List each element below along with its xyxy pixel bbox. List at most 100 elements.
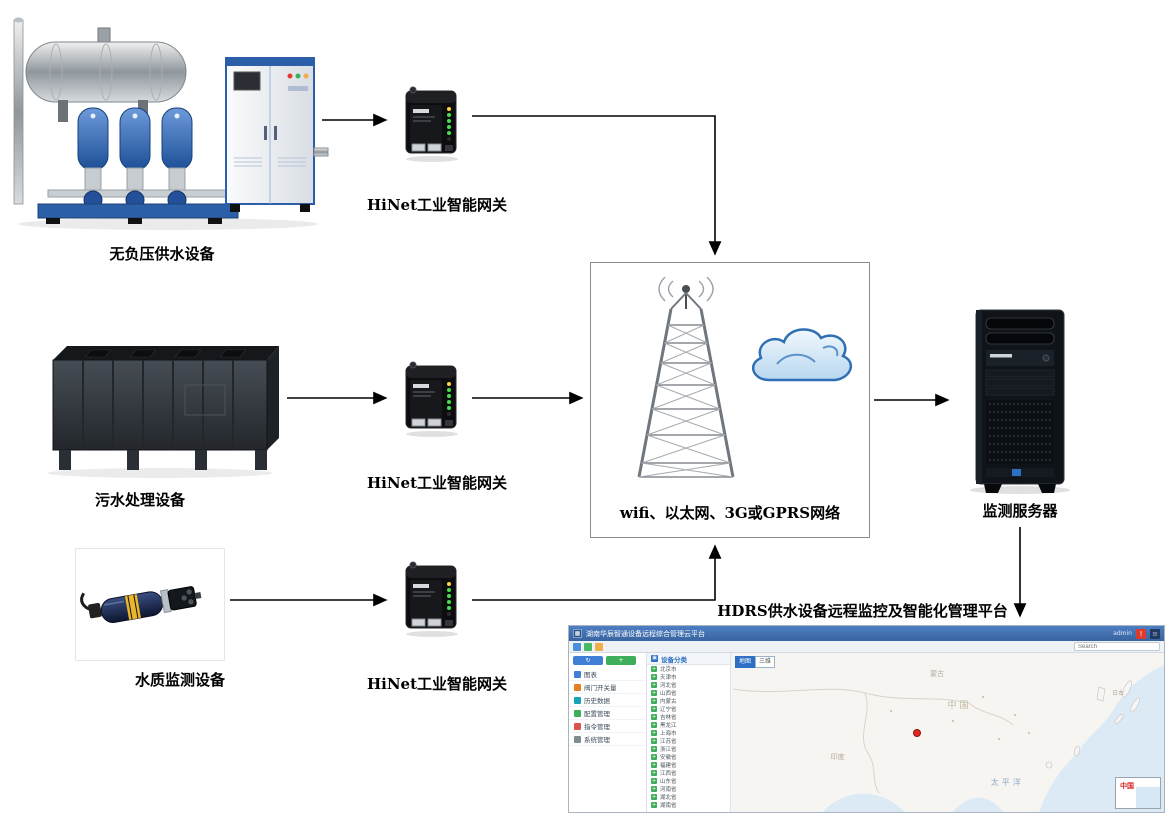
tree-item-label: 山东省: [660, 779, 677, 785]
network-caption: wifi、以太网、3G或GPRS网络: [619, 504, 841, 522]
tree-item[interactable]: + 内蒙古: [647, 697, 730, 705]
tree-item[interactable]: + 河南省: [647, 785, 730, 793]
expand-icon[interactable]: +: [651, 714, 657, 720]
expand-icon[interactable]: +: [651, 770, 657, 776]
expand-icon[interactable]: +: [651, 762, 657, 768]
refresh-button[interactable]: ↻: [573, 656, 603, 665]
tree-item[interactable]: + 吉林省: [647, 713, 730, 721]
platform-toolbar: [569, 641, 1164, 653]
map-area[interactable]: 地图 三维 蒙古 中国 印度 日本 太平洋 中国: [731, 653, 1164, 812]
platform-menu-panel: ↻ + 图表 阀门开关量: [569, 653, 647, 812]
tree-item[interactable]: + 湖北省: [647, 793, 730, 801]
toolbar-blue-icon[interactable]: [573, 642, 581, 651]
menu-item-icon: [574, 722, 581, 730]
tree-item[interactable]: + 福建省: [647, 761, 730, 769]
toolbar-green-icon[interactable]: [584, 642, 592, 651]
platform-header-title: 湖南华辰智通设备远程综合管理云平台: [586, 629, 705, 638]
sewage-treatment-caption: 污水处理设备: [94, 491, 185, 509]
menu-item[interactable]: 阀门开关量: [569, 681, 646, 694]
tree-item[interactable]: + 江西省: [647, 769, 730, 777]
menu-item[interactable]: 系统管理: [569, 733, 646, 746]
cloud-icon: [751, 328, 853, 382]
menu-item-icon: [574, 735, 581, 743]
tree-item[interactable]: + 天津市: [647, 673, 730, 681]
menu-item-label: 图表: [584, 671, 597, 679]
add-button[interactable]: +: [606, 656, 636, 665]
expand-icon[interactable]: +: [651, 738, 657, 744]
network-box: wifi、以太网、3G或GPRS网络: [590, 262, 870, 538]
expand-icon[interactable]: +: [651, 698, 657, 704]
expand-icon[interactable]: +: [651, 674, 657, 680]
expand-icon[interactable]: +: [651, 690, 657, 696]
menu-item[interactable]: 历史数据: [569, 694, 646, 707]
expand-icon[interactable]: +: [651, 666, 657, 672]
tree-item-label: 黑龙江: [660, 723, 677, 729]
gateway-3-caption: HiNet工业智能网关: [366, 675, 508, 693]
tree-item[interactable]: + 北京市: [647, 665, 730, 673]
tree-item[interactable]: + 山东省: [647, 777, 730, 785]
expand-icon[interactable]: +: [651, 682, 657, 688]
platform-header: ▦ 湖南华辰智通设备远程综合管理云平台 admin ! ≡: [569, 626, 1164, 641]
expand-icon[interactable]: +: [651, 794, 657, 800]
water-supply-equipment-caption: 无负压供水设备: [109, 245, 215, 263]
tree-item-label: 安徽省: [660, 755, 677, 761]
alert-icon[interactable]: !: [1136, 628, 1146, 639]
menu-item[interactable]: 图表: [569, 668, 646, 681]
water-quality-sensor-caption: 水质监测设备: [134, 671, 225, 689]
expand-icon[interactable]: +: [651, 730, 657, 736]
platform-logo-icon: ▦: [573, 629, 582, 638]
map-overview-inset[interactable]: 中国: [1115, 777, 1161, 809]
expand-icon[interactable]: +: [651, 778, 657, 784]
tree-item-label: 天津市: [660, 675, 677, 681]
menu-item-label: 历史数据: [584, 697, 610, 705]
tree-item-label: 河南省: [660, 787, 677, 793]
arrow-gateway3-to-network: [472, 544, 722, 601]
map-marker[interactable]: [913, 729, 921, 737]
tree-item[interactable]: + 浙江省: [647, 745, 730, 753]
tree-item[interactable]: + 山西省: [647, 689, 730, 697]
tree-item[interactable]: + 黑龙江: [647, 721, 730, 729]
tree-item[interactable]: + 湖南省: [647, 801, 730, 809]
menu-toggle-icon[interactable]: ≡: [1150, 628, 1160, 639]
menu-item-icon: [574, 709, 581, 717]
tree-item-label: 浙江省: [660, 747, 677, 753]
tree-item[interactable]: + 安徽省: [647, 753, 730, 761]
toolbar-orange-icon[interactable]: [595, 642, 603, 651]
device-tree-list: + 北京市 + 天津市 + 河北省: [647, 665, 730, 812]
expand-icon[interactable]: +: [651, 802, 657, 808]
device-tree-title: 设备分类: [661, 655, 687, 664]
threed-button[interactable]: 三维: [755, 656, 776, 668]
tree-item[interactable]: + 辽宁省: [647, 705, 730, 713]
inset-country-label: 中国: [1120, 782, 1134, 790]
menu-item[interactable]: 指令管理: [569, 720, 646, 733]
gateway-2-caption: HiNet工业智能网关: [366, 474, 508, 492]
expand-icon[interactable]: +: [651, 786, 657, 792]
expand-icon[interactable]: +: [651, 706, 657, 712]
expand-icon[interactable]: +: [651, 754, 657, 760]
tree-item[interactable]: + 江苏省: [647, 737, 730, 745]
map-button[interactable]: 地图: [735, 656, 756, 668]
user-label: admin: [1113, 630, 1132, 637]
hinet-gateway-3-image: [405, 561, 458, 637]
map-graphic: [732, 665, 1164, 812]
tree-item[interactable]: + 河北省: [647, 681, 730, 689]
device-tree-panel: ▣ 设备分类 + 北京市 + 天津市: [647, 653, 731, 812]
device-tree-header[interactable]: ▣ 设备分类: [647, 653, 730, 665]
menu-item-label: 系统管理: [584, 736, 610, 744]
tree-item-label: 湖北省: [660, 795, 677, 801]
expand-icon[interactable]: +: [651, 746, 657, 752]
tree-item-label: 上海市: [660, 731, 677, 737]
gateway-1-caption: HiNet工业智能网关: [366, 196, 508, 214]
water-quality-sensor-image: [75, 548, 225, 661]
tree-item[interactable]: + 上海市: [647, 729, 730, 737]
search-input[interactable]: [1074, 642, 1160, 651]
folder-icon: ▣: [651, 655, 658, 662]
tree-item-label: 山西省: [660, 691, 677, 697]
expand-icon[interactable]: +: [651, 722, 657, 728]
tree-item-label: 内蒙古: [660, 699, 677, 705]
menu-item-icon: [574, 670, 581, 678]
menu-item-icon: [574, 696, 581, 704]
menu-item[interactable]: 配置管理: [569, 707, 646, 720]
tree-item-label: 湖南省: [660, 803, 677, 809]
